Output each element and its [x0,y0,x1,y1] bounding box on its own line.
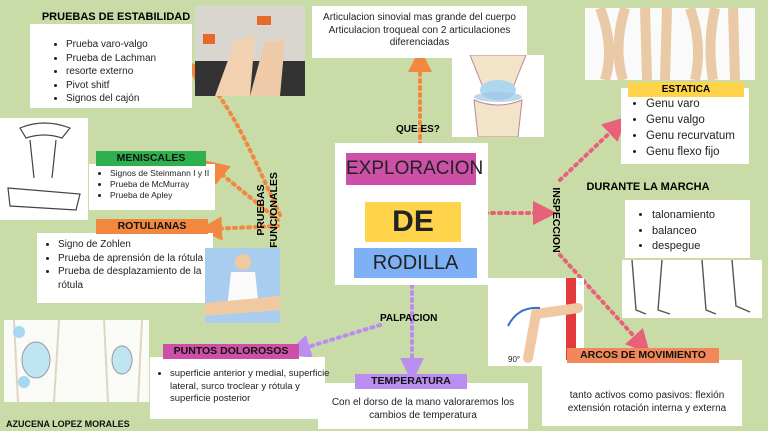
center-title-line2: DE [365,202,461,242]
author-name: AZUCENA LOPEZ MORALES [6,419,130,429]
definition-card [312,6,527,58]
inspeccion-label: INSPECCION [550,187,562,253]
list-item: superficie anterior y medial, superficie… [170,368,336,406]
arcos-card [542,360,742,426]
marcha-title: DURANTE LA MARCHA [586,181,710,193]
marcha-list: talonamiento balanceo despegue [638,208,767,255]
estatica-list: Genu varo Genu valgo Genu recurvatum Gen… [632,96,766,160]
temperatura-card [318,383,528,429]
list-item: Prueba de McMurray [110,179,228,190]
pruebas-funcionales-label: PRUEBAS FUNCIONALES [255,155,345,265]
list-item: talonamiento [652,208,767,224]
list-item: Prueba de desplazamiento de la rótula [58,265,223,292]
list-item: Prueba de Lachman [66,52,206,66]
arcos-text: tanto activos como pasivos: flexión exte… [567,390,727,414]
estabilidad-list: Prueba varo-valgo Prueba de Lachman reso… [52,38,206,106]
list-item: resorte externo [66,65,206,79]
temperatura-title: TEMPERATURA [355,374,467,389]
rotulianas-title: ROTULIANAS [96,219,208,234]
funcionales-label-line: FUNCIONALES [268,172,280,248]
estabilidad-title: PRUEBAS DE ESTABILIDAD [41,11,191,23]
list-item: balanceo [652,224,767,240]
list-item: Genu varo [646,96,766,112]
rotulianas-list: Signo de Zohlen Prueba de aprensión de l… [44,238,223,292]
estatica-title: ESTATICA [628,82,744,97]
leg-posture-photo [585,8,755,80]
arcos-title: ARCOS DE MOVIMIENTO [567,348,719,363]
definition-line: Articulacion sinovial mas grande del cue… [323,12,516,23]
knee-anatomy-diagram [452,54,544,138]
knee-sketch-illustration [0,118,88,220]
definition-line: Articulacion troqueal con 2 articulacion… [328,24,511,36]
doctor-examination-illustration [205,248,280,323]
list-item: Prueba de Apley [110,190,228,201]
palpacion-label: PALPACION [380,313,438,324]
meniscales-list: Signos de Steinmann I y II Prueba de McM… [100,168,228,201]
gait-illustration [622,260,762,318]
list-item: Pivot shitf [66,79,206,93]
estabilidad-card [30,24,192,108]
knee-painpoints-illustration [4,320,149,402]
meniscales-title: MENISCALES [96,151,206,166]
list-item: Signos de Steinmann I y II [110,168,228,179]
list-item: Signos del cajón [66,92,206,106]
que-es-label: QUE ES? [396,124,440,135]
meniscales-card [89,164,215,210]
temperatura-text: Con el dorso de la mano valoraremos los … [331,397,515,421]
list-item: Prueba de aprensión de la rótula [58,252,223,266]
list-item: Prueba varo-valgo [66,38,206,52]
list-item: despegue [652,239,767,255]
definition-line: diferenciadas [389,37,450,48]
puntos-title: PUNTOS DOLOROSOS [163,344,299,359]
definition-text: Articulacion sinovial mas grande del cue… [312,12,527,50]
list-item: Genu valgo [646,112,766,128]
pruebas-label-line: PRUEBAS [255,184,267,236]
center-title-line3: RODILLA [354,248,477,278]
center-title-line1: EXPLORACION [346,153,483,185]
rotulianas-card [37,233,213,303]
list-item: Genu flexo fijo [646,144,766,160]
estatica-card [621,88,749,164]
marcha-card [625,200,750,258]
puntos-list: superficie anterior y medial, superficie… [156,368,336,406]
puntos-card [150,357,325,419]
angle-label: 90° [508,355,520,364]
list-item: Genu recurvatum [646,128,766,144]
list-item: Signo de Zohlen [58,238,223,252]
knee-exam-photo [195,6,305,96]
